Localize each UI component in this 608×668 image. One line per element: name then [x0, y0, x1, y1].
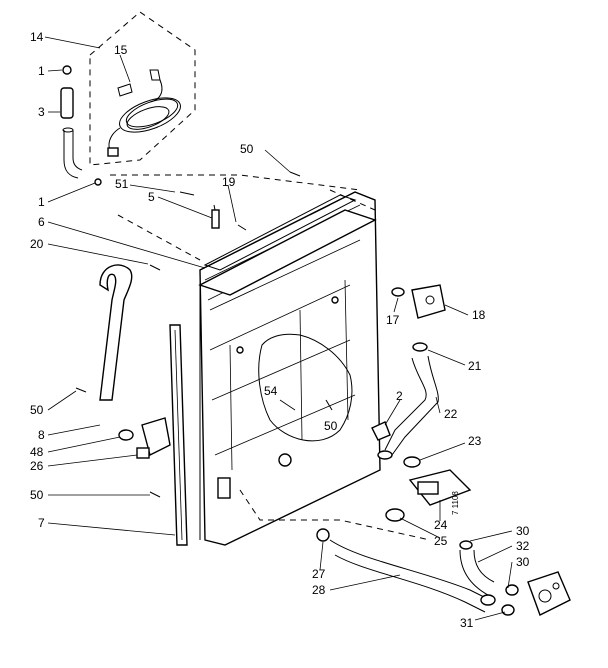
- callout-27: 27: [312, 567, 326, 581]
- callout-31: 31: [460, 616, 474, 630]
- callout-24: 24: [434, 518, 448, 532]
- callout-30-upper: 30: [516, 524, 530, 538]
- bracket-assembly: [118, 417, 171, 459]
- callout-48: 48: [30, 445, 44, 459]
- top-frame: [198, 194, 377, 296]
- strain-relief-clip: [117, 83, 133, 97]
- callout-26: 26: [30, 459, 44, 473]
- callout-19: 19: [222, 175, 236, 189]
- callout-28: 28: [312, 583, 326, 597]
- drain-hose-lower: [316, 528, 491, 613]
- pressure-switch: [391, 284, 446, 319]
- callout-25: 25: [434, 534, 448, 548]
- callout-51: 51: [115, 177, 129, 191]
- callout-32: 32: [516, 539, 530, 553]
- callout-1-lower: 1: [38, 195, 45, 209]
- callout-5: 5: [148, 190, 155, 204]
- inlet-hose: [377, 342, 439, 460]
- power-cord-kit-box: [89, 11, 196, 166]
- hose-clip: [371, 421, 391, 441]
- callout-50-bottom: 50: [30, 488, 44, 502]
- callout-6: 6: [38, 215, 45, 229]
- cabinet-outline: [110, 174, 431, 541]
- callout-8: 8: [38, 428, 45, 442]
- callout-54: 54: [264, 384, 278, 398]
- callout-15: 15: [114, 43, 128, 57]
- callout-7: 7: [38, 516, 45, 530]
- diagram-code: 7 1108: [451, 491, 460, 515]
- callout-20: 20: [30, 237, 44, 251]
- callout-23: 23: [468, 434, 482, 448]
- callout-50-center: 50: [324, 419, 338, 433]
- pump-assembly: [385, 456, 472, 522]
- pump-outlet: [459, 540, 571, 616]
- callout-21: 21: [468, 359, 482, 373]
- drain-hose: [99, 264, 133, 401]
- callout-50-top: 50: [240, 142, 254, 156]
- callout-2: 2: [396, 389, 403, 403]
- power-cord: [107, 69, 181, 157]
- callout-14: 14: [30, 30, 44, 44]
- callout-1-upper: 1: [38, 64, 45, 78]
- callout-30-lower: 30: [516, 555, 530, 569]
- callout-3: 3: [38, 105, 45, 119]
- leader-lines: [44, 36, 513, 621]
- callout-22: 22: [444, 407, 458, 421]
- fill-hose-assembly: [60, 65, 102, 186]
- side-rail: [169, 324, 188, 546]
- callout-17: 17: [386, 313, 400, 327]
- callout-18: 18: [472, 308, 486, 322]
- screws: [75, 171, 333, 498]
- callout-50-left: 50: [30, 403, 44, 417]
